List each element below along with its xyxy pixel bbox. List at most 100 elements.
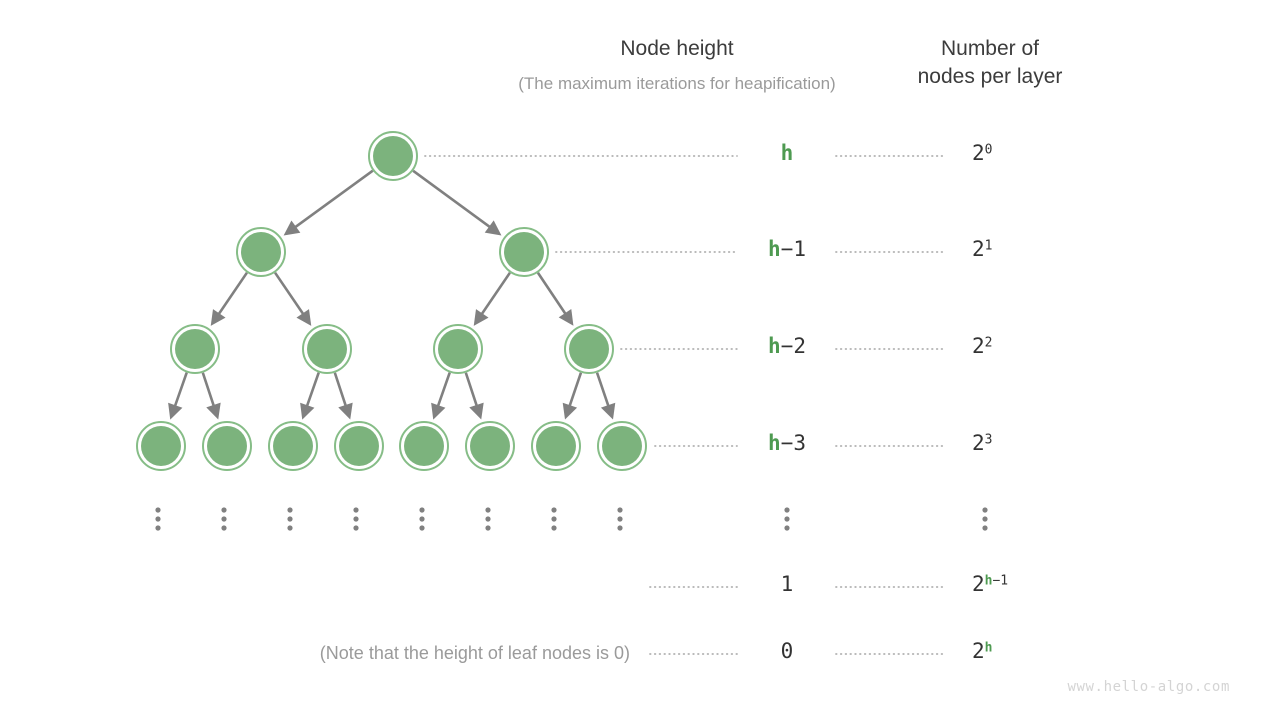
height-value-symbol: h xyxy=(768,431,781,455)
count-exponent-offset: −1 xyxy=(992,573,1009,589)
tree-edge xyxy=(210,271,249,326)
tree-node xyxy=(504,232,544,272)
height-value-offset: −2 xyxy=(780,334,806,358)
tree-node-ring xyxy=(170,324,220,374)
tree-column-ellipsis xyxy=(617,507,623,513)
tree-column-ellipsis xyxy=(287,507,293,513)
tree-node xyxy=(339,426,379,466)
height-value-row-zero: 0 xyxy=(717,639,857,663)
tree-column-ellipsis xyxy=(353,507,359,513)
count-exponent-symbol: h xyxy=(984,573,993,589)
tree-column-ellipsis xyxy=(287,525,293,531)
height-value-symbol: h xyxy=(768,334,781,358)
count-base: 2 xyxy=(972,431,985,455)
count-value-row-zero: 2h xyxy=(972,639,1092,663)
count-value-row-h-2: 22 xyxy=(972,334,1092,358)
height-value-offset: 0 xyxy=(780,639,794,663)
height-value-symbol: h xyxy=(768,237,781,261)
tree-node-ring xyxy=(136,421,186,471)
count-base: 2 xyxy=(972,334,985,358)
tree-column-ellipsis xyxy=(353,516,359,522)
height-value-offset: −3 xyxy=(780,431,806,455)
tree-column-ellipsis xyxy=(485,507,491,513)
tree-column-ellipsis xyxy=(419,516,425,522)
tree-column-ellipsis xyxy=(551,516,557,522)
height-column-ellipsis xyxy=(784,507,790,513)
height-column-ellipsis xyxy=(784,516,790,522)
tree-column-ellipsis xyxy=(419,525,425,531)
tree-node-ring xyxy=(302,324,352,374)
count-base: 2 xyxy=(972,572,985,596)
tree-column-ellipsis xyxy=(419,507,425,513)
tree-node xyxy=(175,329,215,369)
height-column-subtitle: (The maximum iterations for heapificatio… xyxy=(518,74,836,93)
tree-node-ring xyxy=(399,421,449,471)
count-base: 2 xyxy=(972,639,985,663)
height-column-ellipsis xyxy=(784,525,790,531)
count-value-row-h-3: 23 xyxy=(972,431,1092,455)
tree-node-ring xyxy=(202,421,252,471)
tree-node xyxy=(536,426,576,466)
site-watermark: www.hello-algo.com xyxy=(1067,679,1230,695)
tree-node-ring xyxy=(268,421,318,471)
tree-edge xyxy=(431,372,451,420)
tree-edge xyxy=(283,169,374,236)
tree-edges xyxy=(168,169,616,420)
tree-column-ellipsis xyxy=(617,525,623,531)
tree-column-ellipsis xyxy=(221,507,227,513)
count-column-ellipsis xyxy=(982,525,988,531)
tree-column-ellipsis xyxy=(155,516,161,522)
height-value-symbol: h xyxy=(780,141,794,165)
ellipsis-dots xyxy=(155,507,988,531)
tree-edge xyxy=(464,372,484,420)
tree-node-ring xyxy=(531,421,581,471)
tree-node-ring xyxy=(465,421,515,471)
count-exponent: 0 xyxy=(985,143,993,158)
tree-node xyxy=(569,329,609,369)
count-column-title-line1: Number of xyxy=(940,37,1040,60)
tree-edge xyxy=(595,372,616,420)
tree-edge xyxy=(273,271,312,326)
dotted-leader-lines xyxy=(424,155,947,655)
tree-node-ring xyxy=(564,324,614,374)
tree-node xyxy=(273,426,313,466)
count-value-row-h: 20 xyxy=(972,141,1092,165)
height-column-title: Node height xyxy=(620,37,734,60)
tree-column-ellipsis xyxy=(155,507,161,513)
tree-column-ellipsis xyxy=(221,516,227,522)
height-value-row-one: 1 xyxy=(717,572,857,596)
tree-node xyxy=(470,426,510,466)
count-column-ellipsis xyxy=(982,507,988,513)
tree-node-ring xyxy=(433,324,483,374)
tree-edge xyxy=(201,372,221,420)
count-value-row-h-1: 21 xyxy=(972,237,1092,261)
count-column-ellipsis xyxy=(982,516,988,522)
tree-column-ellipsis xyxy=(353,525,359,531)
tree-column-ellipsis xyxy=(485,516,491,522)
count-exponent-symbol: 1 xyxy=(984,238,993,254)
tree-column-ellipsis xyxy=(221,525,227,531)
count-exponent: 1 xyxy=(985,239,993,254)
count-exponent-symbol: 3 xyxy=(984,432,993,448)
height-value-row-h: h xyxy=(717,141,857,165)
tree-edge xyxy=(300,372,320,420)
tree-edge xyxy=(168,372,188,420)
tree-node xyxy=(207,426,247,466)
height-value-row-h-1: h−1 xyxy=(717,237,857,261)
tree-edge xyxy=(473,271,512,326)
tree-node xyxy=(141,426,181,466)
height-value-offset: 1 xyxy=(780,572,794,596)
height-value-row-h-2: h−2 xyxy=(717,334,857,358)
tree-column-ellipsis xyxy=(485,525,491,531)
count-exponent: h xyxy=(985,641,993,656)
tree-edge xyxy=(536,272,574,326)
tree-node xyxy=(307,329,347,369)
height-value-row-h-3: h−3 xyxy=(717,431,857,455)
count-column-title-line2: nodes per layer xyxy=(917,65,1063,88)
tree-column-ellipsis xyxy=(155,525,161,531)
tree-node-ring xyxy=(499,227,549,277)
tree-column-ellipsis xyxy=(287,516,293,522)
tree-nodes xyxy=(136,131,647,471)
